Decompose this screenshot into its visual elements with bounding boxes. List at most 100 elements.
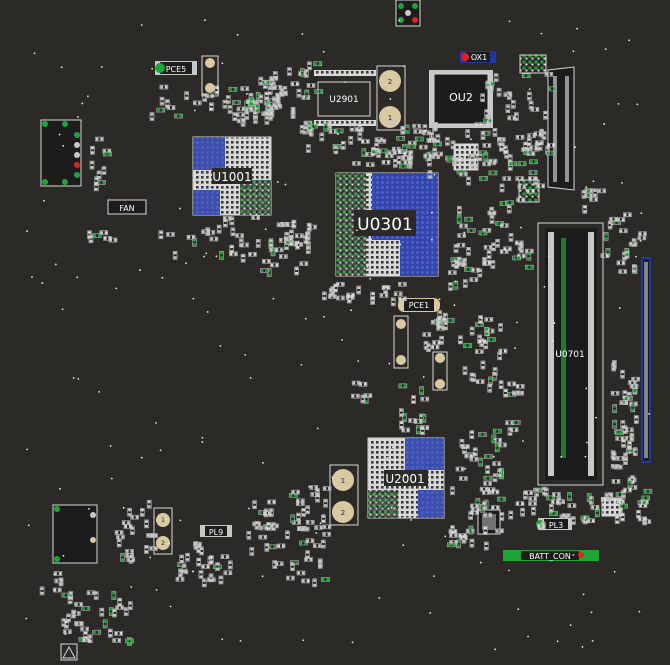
smd-pad <box>236 234 239 238</box>
smd-pad <box>119 631 123 635</box>
smd-pad <box>88 635 92 638</box>
smd-outline <box>268 508 274 517</box>
smd-pad <box>489 455 492 459</box>
smd-pad <box>627 397 631 400</box>
via <box>430 135 433 137</box>
smd-pad <box>100 137 103 141</box>
component-batt-con[interactable]: BATT_CON <box>503 550 599 561</box>
component-pce5[interactable]: PCE5 <box>155 61 197 75</box>
via <box>606 255 609 258</box>
smd-outline <box>313 61 323 67</box>
smd-outline <box>462 366 468 375</box>
component-pce1[interactable]: PCE1 <box>398 298 440 312</box>
via <box>206 311 209 313</box>
via <box>574 146 577 149</box>
smd-outline <box>149 112 155 121</box>
smd-pad <box>86 606 90 610</box>
component-pl9[interactable]: PL9 <box>200 525 232 537</box>
smd-pad <box>267 269 271 272</box>
inductor-pce5[interactable] <box>201 55 219 97</box>
chip-u2001[interactable]: U2001 <box>367 437 445 519</box>
smd-pad <box>546 151 550 155</box>
smd-pad <box>68 630 71 634</box>
smd-outline <box>622 251 627 261</box>
smd-pad <box>508 247 511 251</box>
smd-pad <box>612 365 616 368</box>
chip-small-green-top[interactable] <box>519 54 547 74</box>
smd-outline <box>449 533 458 538</box>
connector-top-right[interactable] <box>547 66 575 191</box>
connector-right-strip[interactable] <box>641 257 651 463</box>
connector-bottom-left[interactable] <box>52 504 98 564</box>
smd-pad <box>347 300 351 303</box>
smd-outline <box>333 283 338 293</box>
component-ox1[interactable]: OX1 <box>460 51 496 63</box>
component-fan[interactable]: FAN <box>107 199 147 215</box>
smd-pad <box>299 242 303 246</box>
smd-outline <box>149 533 158 538</box>
smd-pad <box>527 252 531 256</box>
via <box>404 474 407 477</box>
smd-pad <box>311 492 314 496</box>
smd-pad <box>451 141 455 144</box>
smd-pad <box>405 130 409 133</box>
smd-pad <box>493 462 496 466</box>
chip-u0301[interactable]: U0301 <box>335 172 439 277</box>
smd-pad <box>300 69 304 72</box>
smd-outline <box>502 176 512 181</box>
smd-pad <box>521 135 524 139</box>
capacitor-bottom[interactable]: 1 2 <box>329 464 359 526</box>
capacitor-top[interactable]: 2 1 <box>376 65 406 131</box>
smd-outline <box>39 586 45 596</box>
smd-pad <box>95 177 99 180</box>
smd-pad <box>400 421 404 424</box>
smd-pad <box>430 132 434 136</box>
connector-top-center[interactable] <box>395 0 421 27</box>
connector-u0701[interactable]: U0701 <box>537 222 604 486</box>
inductor-pce1-b[interactable] <box>432 351 448 391</box>
smd-pad <box>487 251 491 254</box>
smd-pad <box>538 488 542 492</box>
capacitor-pl9[interactable]: 1 2 <box>153 507 173 555</box>
smd-pad <box>621 456 624 460</box>
smd-pad <box>291 223 294 227</box>
chip-u2901[interactable]: U2901 <box>314 70 376 126</box>
smd-pad <box>209 107 213 111</box>
smd-pad <box>629 436 633 440</box>
smd-pad <box>253 115 257 119</box>
connector-left[interactable] <box>40 119 82 187</box>
smd-pad <box>454 281 458 285</box>
smd-pad <box>522 254 525 258</box>
smd-pad <box>503 150 507 154</box>
chip-u1001[interactable]: U1001 <box>192 136 272 216</box>
smd-pad <box>535 488 539 492</box>
smd-pad <box>280 222 284 226</box>
via <box>586 441 588 444</box>
chip-ou2[interactable]: OU2 <box>429 70 493 128</box>
smd-outline <box>89 160 95 170</box>
smd-pad <box>154 546 158 550</box>
smd-outline <box>276 222 286 228</box>
smd-pad <box>457 170 460 174</box>
via <box>640 212 643 215</box>
smd-outline <box>546 142 556 148</box>
smd-pad <box>269 241 273 244</box>
smd-outline <box>592 188 598 198</box>
smd-pad <box>256 239 260 243</box>
smd-pad <box>572 504 576 508</box>
smd-outline <box>457 205 462 215</box>
via <box>585 387 588 390</box>
smd-pad <box>275 263 278 267</box>
smd-pad <box>484 513 487 517</box>
smd-pad <box>259 99 263 103</box>
smd-outline <box>616 456 625 461</box>
smd-outline <box>305 245 311 255</box>
smd-pad <box>595 509 599 512</box>
smd-pad <box>436 135 440 138</box>
smd-outline <box>515 384 525 389</box>
inductor-pce1-a[interactable] <box>393 315 409 369</box>
smd-pad <box>98 234 101 238</box>
smd-outline <box>552 492 561 497</box>
